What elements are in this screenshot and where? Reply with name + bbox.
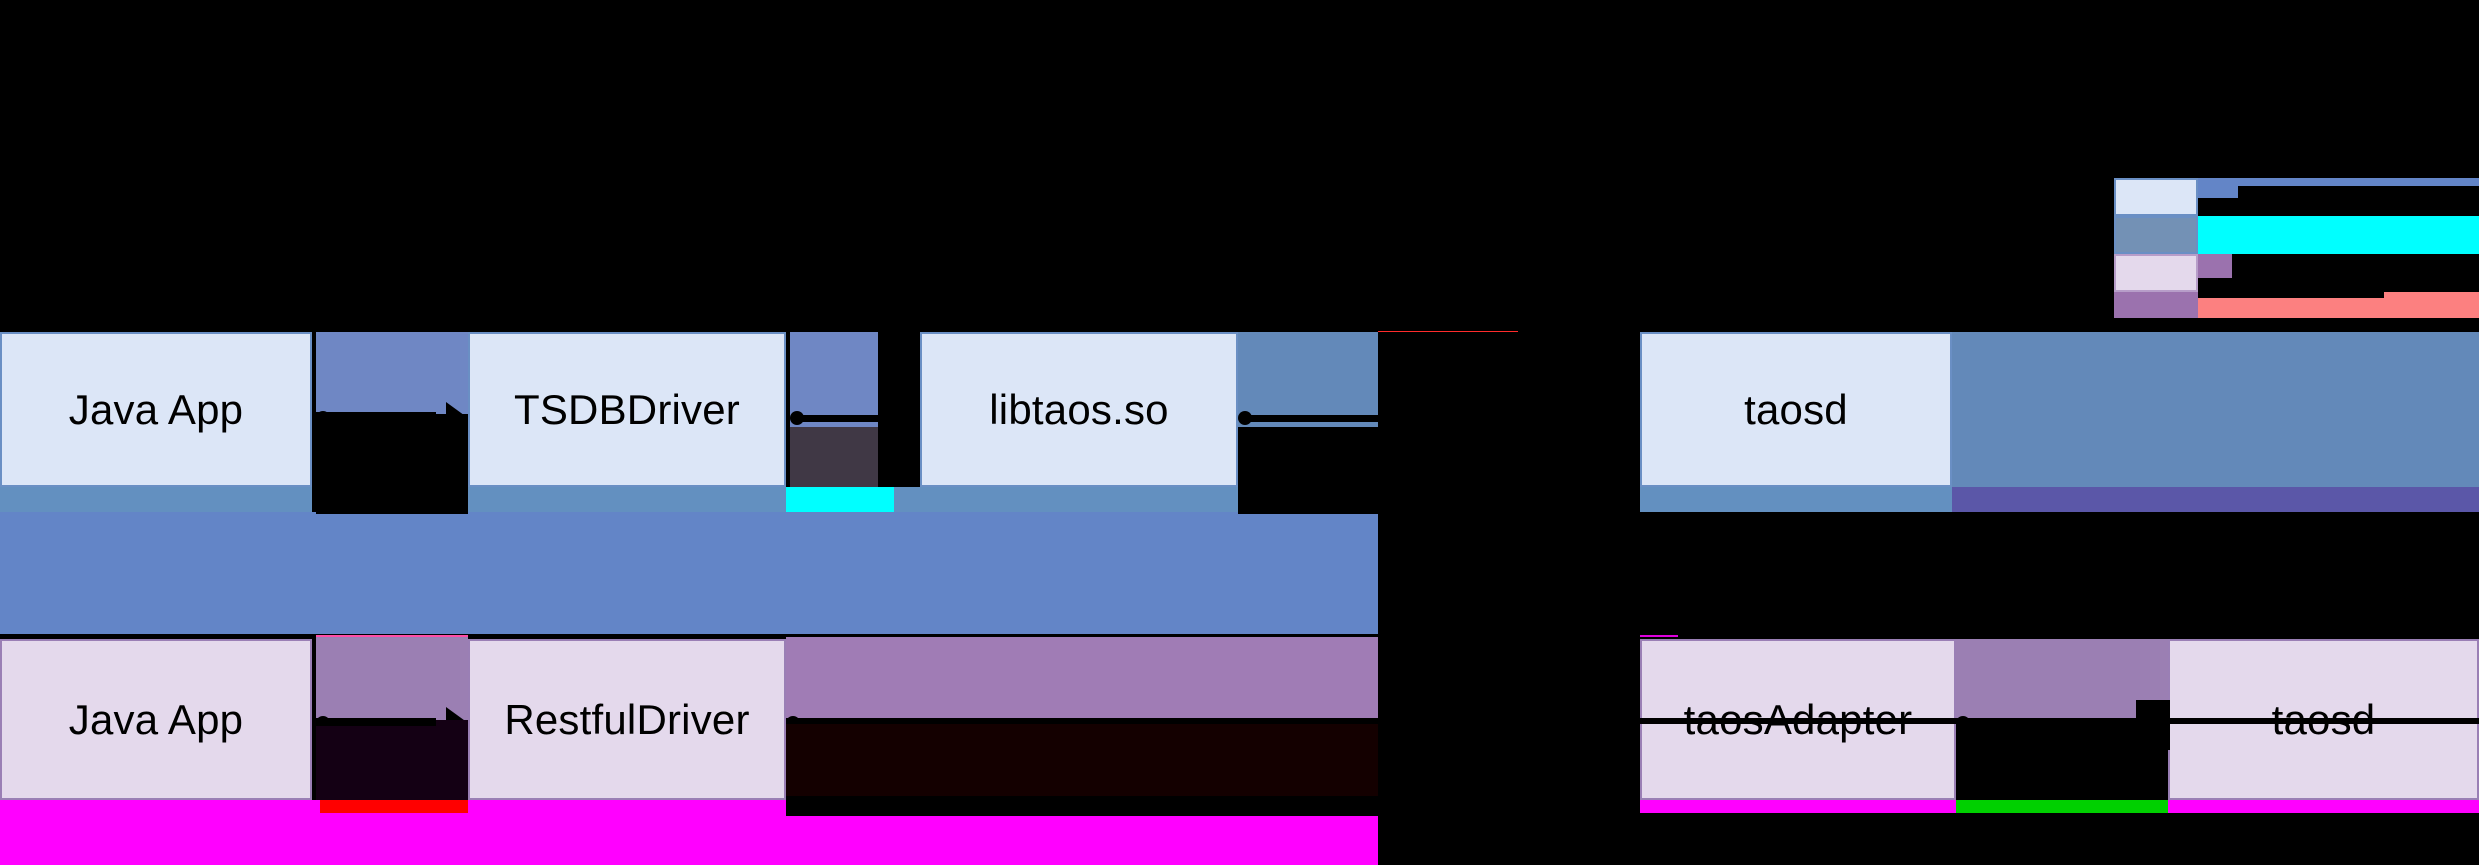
legend-label-2 bbox=[2206, 220, 2471, 250]
band-bottom-magenta-taosd bbox=[2168, 800, 2479, 813]
band-row3-purple-left bbox=[316, 637, 468, 722]
node-java-app-native[interactable]: Java App bbox=[0, 332, 312, 487]
hairline-red-row1 bbox=[1378, 330, 1518, 332]
band-connector-3-fill bbox=[1238, 332, 1378, 427]
node-libtaos-so[interactable]: libtaos.so bbox=[920, 332, 1238, 487]
connector-line bbox=[796, 415, 896, 422]
mask-connector-label-6 bbox=[1956, 722, 2168, 800]
mask-right-gutter-row1 bbox=[1378, 512, 1640, 639]
band-bottom-magenta-adapter bbox=[1640, 800, 1956, 813]
mask-connector-arrowbox-2 bbox=[888, 414, 920, 466]
mask-strip-above-row1 bbox=[0, 318, 2479, 331]
mask-top-left-of-legend bbox=[0, 178, 2114, 330]
band-row1-strip-indigo bbox=[1952, 487, 2479, 512]
band-connector-1-fill bbox=[316, 332, 468, 427]
band-taosd-steel bbox=[1952, 332, 2479, 487]
legend-swatch-2 bbox=[2114, 216, 2198, 254]
band-row1-strip-left bbox=[0, 487, 312, 512]
band-row3-purple-wide bbox=[786, 637, 1378, 722]
legend-item-2[interactable] bbox=[2114, 216, 2479, 254]
legend-swatch-1 bbox=[2114, 178, 2198, 216]
band-middle-blue bbox=[0, 512, 1378, 634]
band-row1-strip-mid bbox=[468, 487, 786, 512]
node-restfuldriver[interactable]: RestfulDriver bbox=[468, 639, 786, 800]
mask-arrow-gap-adapter bbox=[2136, 700, 2170, 750]
band-bottom-red-left bbox=[320, 800, 468, 813]
band-row1-strip-taosd bbox=[1640, 487, 1952, 512]
mask-connector-label-4-edge bbox=[316, 718, 436, 726]
node-java-app-rest[interactable]: Java App bbox=[0, 639, 312, 800]
band-row3-purple-adapter bbox=[1956, 637, 2168, 722]
mask-connector-label-1-top bbox=[316, 412, 436, 420]
mask-legend-label-3b bbox=[2198, 278, 2384, 298]
band-row1-strip-cyan bbox=[786, 487, 894, 512]
mask-connector-label-5 bbox=[786, 722, 1378, 800]
band-connector-2-fill bbox=[790, 332, 878, 427]
node-taosd-native[interactable]: taosd bbox=[1640, 332, 1952, 487]
mask-connector-label-4 bbox=[316, 720, 468, 800]
mask-top-region bbox=[0, 0, 2479, 178]
mask-right-gutter-row1b bbox=[1952, 512, 2479, 639]
mask-bottom-left-of-adapter bbox=[1378, 800, 1640, 865]
legend-bar-2 bbox=[2198, 216, 2479, 254]
band-bottom-green-adapter bbox=[1956, 800, 2168, 813]
hairline-pink-row3 bbox=[316, 635, 468, 637]
band-row1-strip-right bbox=[894, 487, 1238, 512]
legend-swatch-3 bbox=[2114, 254, 2198, 292]
node-tsdbdriver[interactable]: TSDBDriver bbox=[468, 332, 786, 487]
mask-libtaos-right bbox=[1238, 427, 1378, 514]
mask-connector-label-1 bbox=[316, 414, 468, 514]
band-connector-2-darkfill bbox=[790, 427, 878, 487]
mask-legend-label-1b bbox=[2198, 198, 2479, 216]
